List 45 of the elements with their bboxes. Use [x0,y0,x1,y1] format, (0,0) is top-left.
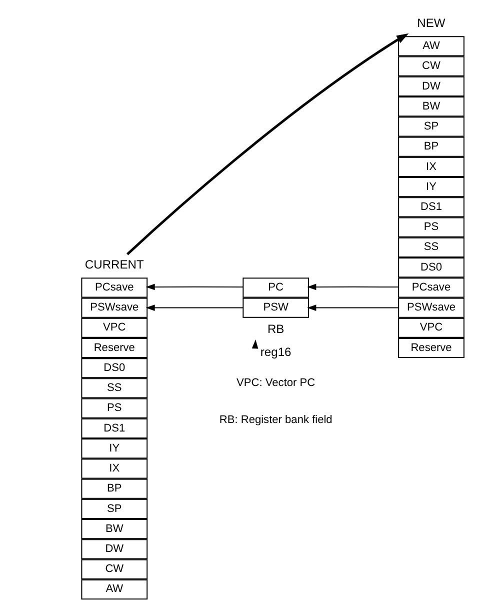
node-box: AW [81,578,148,599]
node-box: CW [81,558,148,579]
node-box: IX [398,156,464,176]
node-box: BW [81,518,148,539]
node-box: SS [81,378,148,398]
arrow [126,32,409,255]
node-text: NEW [417,16,446,30]
node-box: PSWsave [398,297,464,318]
node-box: BP [398,136,464,156]
node-box: Reserve [398,337,464,358]
arrow [307,283,399,290]
node-text: reg16 [260,344,292,359]
node-text: CURRENT [84,257,144,272]
node-box: PSWsave [81,297,148,318]
node-box: DW [81,538,148,559]
arrow [146,304,244,310]
node-box: SP [81,498,148,518]
node-box: SS [398,236,464,257]
label: RB: Register bank field [219,414,332,426]
node-box: Reserve [81,337,148,358]
node-box: PC [242,277,310,298]
node-box: DS0 [398,256,464,278]
node-box: IX [81,458,148,478]
node-box: IY [81,438,148,458]
node-box: VPC [398,317,464,338]
node-box: BP [81,478,148,498]
node-box: AW [398,36,464,56]
node-text: RB [267,322,284,336]
node-box: CW [398,56,464,76]
node-box: SP [398,116,464,136]
node-box: DS1 [81,418,148,438]
node-box: PS [398,216,464,237]
arrow [307,304,399,310]
node-box: PSW [242,297,310,318]
node-box: DW [398,76,464,96]
node-box: DS1 [398,196,464,217]
node-box: PCsave [398,277,464,298]
node-box: PS [81,398,148,418]
node-box: VPC [81,317,148,338]
node-box: DS0 [81,358,148,378]
label: VPC: Vector PC [236,376,316,389]
node-box: BW [398,96,464,116]
node-box: IY [398,176,464,197]
node-box: PCsave [81,277,148,298]
arrow [146,283,244,290]
